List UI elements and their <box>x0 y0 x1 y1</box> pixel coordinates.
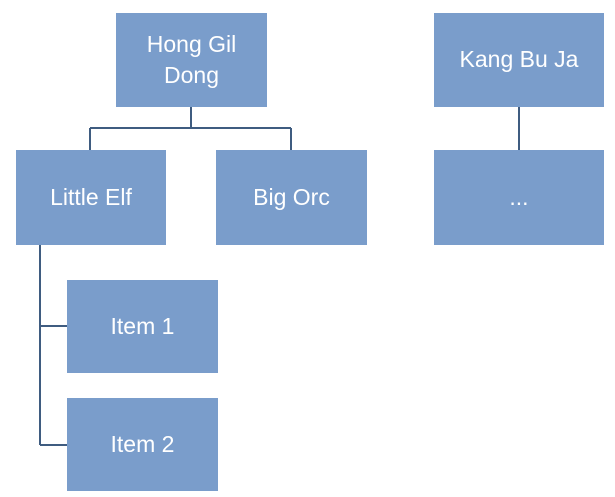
node-kang-bu-ja: Kang Bu Ja <box>434 13 604 107</box>
node-hong-gil-dong: Hong Gil Dong <box>116 13 267 107</box>
node-little-elf: Little Elf <box>16 150 166 245</box>
node-big-orc: Big Orc <box>216 150 367 245</box>
node-ellipsis: ... <box>434 150 604 245</box>
node-item-1: Item 1 <box>67 280 218 373</box>
node-item-2: Item 2 <box>67 398 218 491</box>
